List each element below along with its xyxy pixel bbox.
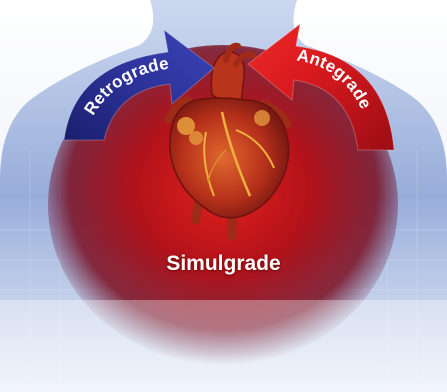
simulgrade-label: Simulgrade <box>0 252 447 276</box>
bottom-fade <box>0 300 447 392</box>
